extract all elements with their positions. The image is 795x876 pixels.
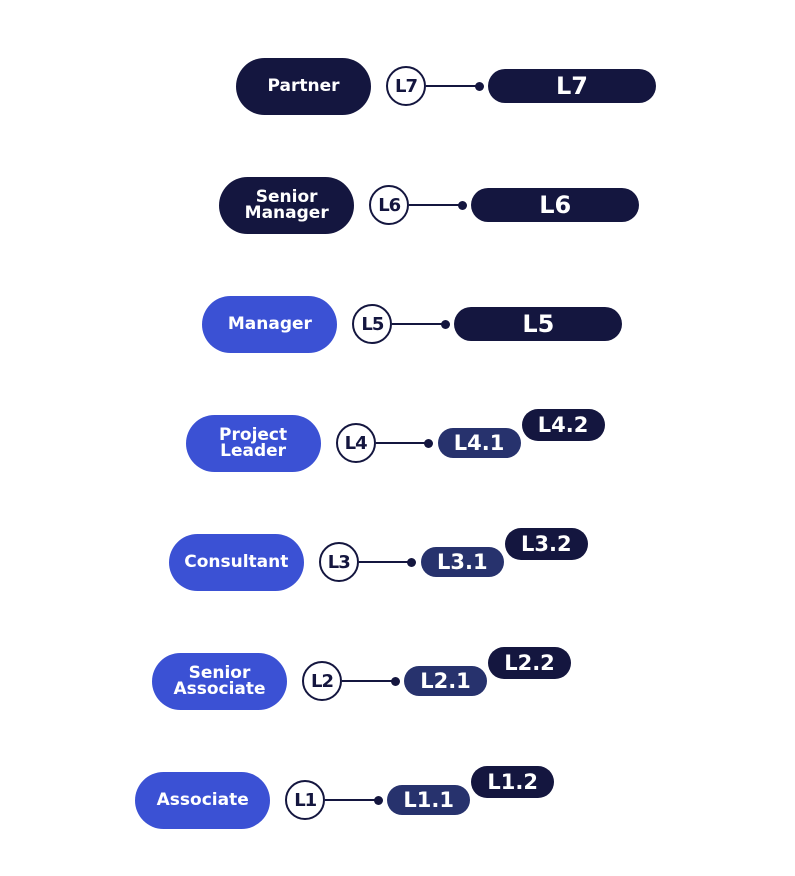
grade-pill-l7: L7 [488,69,656,103]
grade-label: L4.1 [453,431,505,455]
grade-pill-l1-1: L1.1 [387,785,471,815]
level-circle-l5: L5 [352,304,393,344]
connector-dot [424,438,434,448]
connector-dot [373,795,383,805]
level-circle-l3: L3 [318,542,359,582]
level-circle-l1: L1 [285,780,326,820]
role-label: Manager [227,314,312,334]
role-label: Consultant [184,552,289,572]
connector-dot [457,200,467,210]
role-pill-l6: Senior Manager [219,176,355,234]
role-label: Partner [267,76,340,96]
grade-pill-l4-2: L4.2 [521,409,605,441]
role-pill-l2: Senior Associate [152,652,287,710]
role-pill-l4: Project Leader [185,414,321,472]
grade-pill-l6: L6 [471,188,640,222]
connector-line [409,204,463,206]
grade-pill-l3-2: L3.2 [504,528,588,560]
grade-label: L3.2 [521,532,572,556]
level-code: L4 [344,432,368,454]
connector-dot [407,557,417,567]
level-circle-l2: L2 [302,661,342,701]
connector-line [325,799,379,801]
connector-dot [390,676,400,686]
grade-pill-l2-2: L2.2 [488,647,571,679]
grade-label: L6 [539,191,572,219]
level-code: L1 [294,789,317,811]
grade-pill-l4-1: L4.1 [437,428,521,458]
grade-label: L5 [522,310,555,338]
level-code: L6 [378,194,401,216]
level-circle-l7: L7 [386,66,426,106]
level-circle-l6: L6 [369,185,410,225]
connector-line [358,561,412,563]
grade-label: L2.1 [420,669,471,693]
connector-line [392,323,446,325]
role-label: Project Leader [219,425,288,461]
grade-pill-l2-1: L2.1 [404,666,487,696]
grade-label: L7 [556,72,588,100]
level-code: L2 [311,670,334,692]
grade-pill-l5: L5 [454,307,623,341]
grade-pill-l1-2: L1.2 [471,766,555,798]
grade-label: L1.2 [487,770,538,794]
grade-label: L3.1 [437,550,488,574]
level-code: L5 [361,313,384,335]
connector-line [342,680,395,682]
level-code: L3 [327,551,351,573]
role-pill-l7: Partner [236,57,371,115]
role-label: Senior Manager [244,187,329,223]
role-pill-l1: Associate [135,771,271,829]
grade-label: L2.2 [504,651,555,675]
grade-label: L1.1 [403,788,454,812]
role-pill-l3: Consultant [168,533,304,591]
connector-dot [474,81,484,91]
level-code: L7 [395,75,418,97]
grade-pill-l3-1: L3.1 [420,547,504,577]
grade-label: L4.2 [537,413,589,437]
level-circle-l4: L4 [335,423,376,463]
role-label: Senior Associate [173,663,266,699]
connector-dot [440,319,450,329]
connector-line [426,85,479,87]
role-pill-l5: Manager [202,295,338,353]
connector-line [375,442,429,444]
role-label: Associate [156,790,249,810]
